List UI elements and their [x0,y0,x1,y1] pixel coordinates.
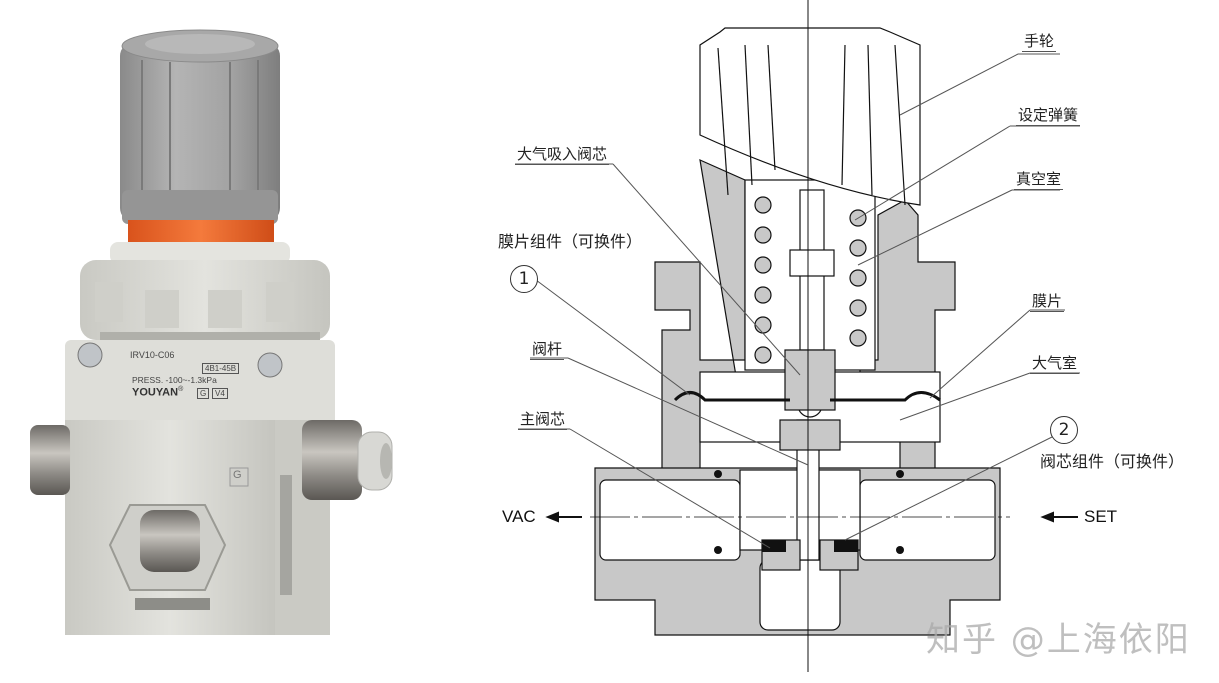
label-set-spring: 设定弹簧 [1016,106,1081,126]
label-atm-chamber: 大气室 [1030,354,1080,374]
pressure-label: PRESS. -100~-1.3kPa [132,375,217,385]
cert-mark-v4: V4 [212,388,228,399]
callout-1: 1 [510,265,538,293]
label-diaphragm-assembly: 膜片组件（可换件） [498,232,643,251]
regulator-photo-illustration [30,29,393,635]
label-handwheel: 手轮 [1022,32,1057,52]
code-label: 4B1-45B [202,363,240,374]
label-diaphragm: 膜片 [1030,292,1065,312]
label-vacuum-chamber: 真空室 [1014,170,1064,190]
watermark: 知乎 @上海依阳 [926,620,1191,660]
brand-logo: YOUYAN® [132,386,183,399]
cert-mark-g: G [197,388,210,399]
callout-2: 2 [1050,416,1078,444]
label-atm-suction-valve: 大气吸入阀芯 [515,145,610,165]
label-valve-assembly: 阀芯组件（可换件） [1040,452,1185,471]
label-main-valve: 主阀芯 [518,410,568,430]
product-photo: IRV10-C06 4B1-45B PRESS. -100~-1.3kPa YO… [30,20,410,670]
brand-name: YOUYAN [132,386,179,399]
port-set: SET [1084,507,1118,526]
port-vac: VAC [502,507,536,526]
label-valve-stem: 阀杆 [530,340,565,360]
side-mark: G [233,469,242,481]
registered-mark: ® [178,386,184,393]
model-label: IRV10-C06 [130,350,175,360]
